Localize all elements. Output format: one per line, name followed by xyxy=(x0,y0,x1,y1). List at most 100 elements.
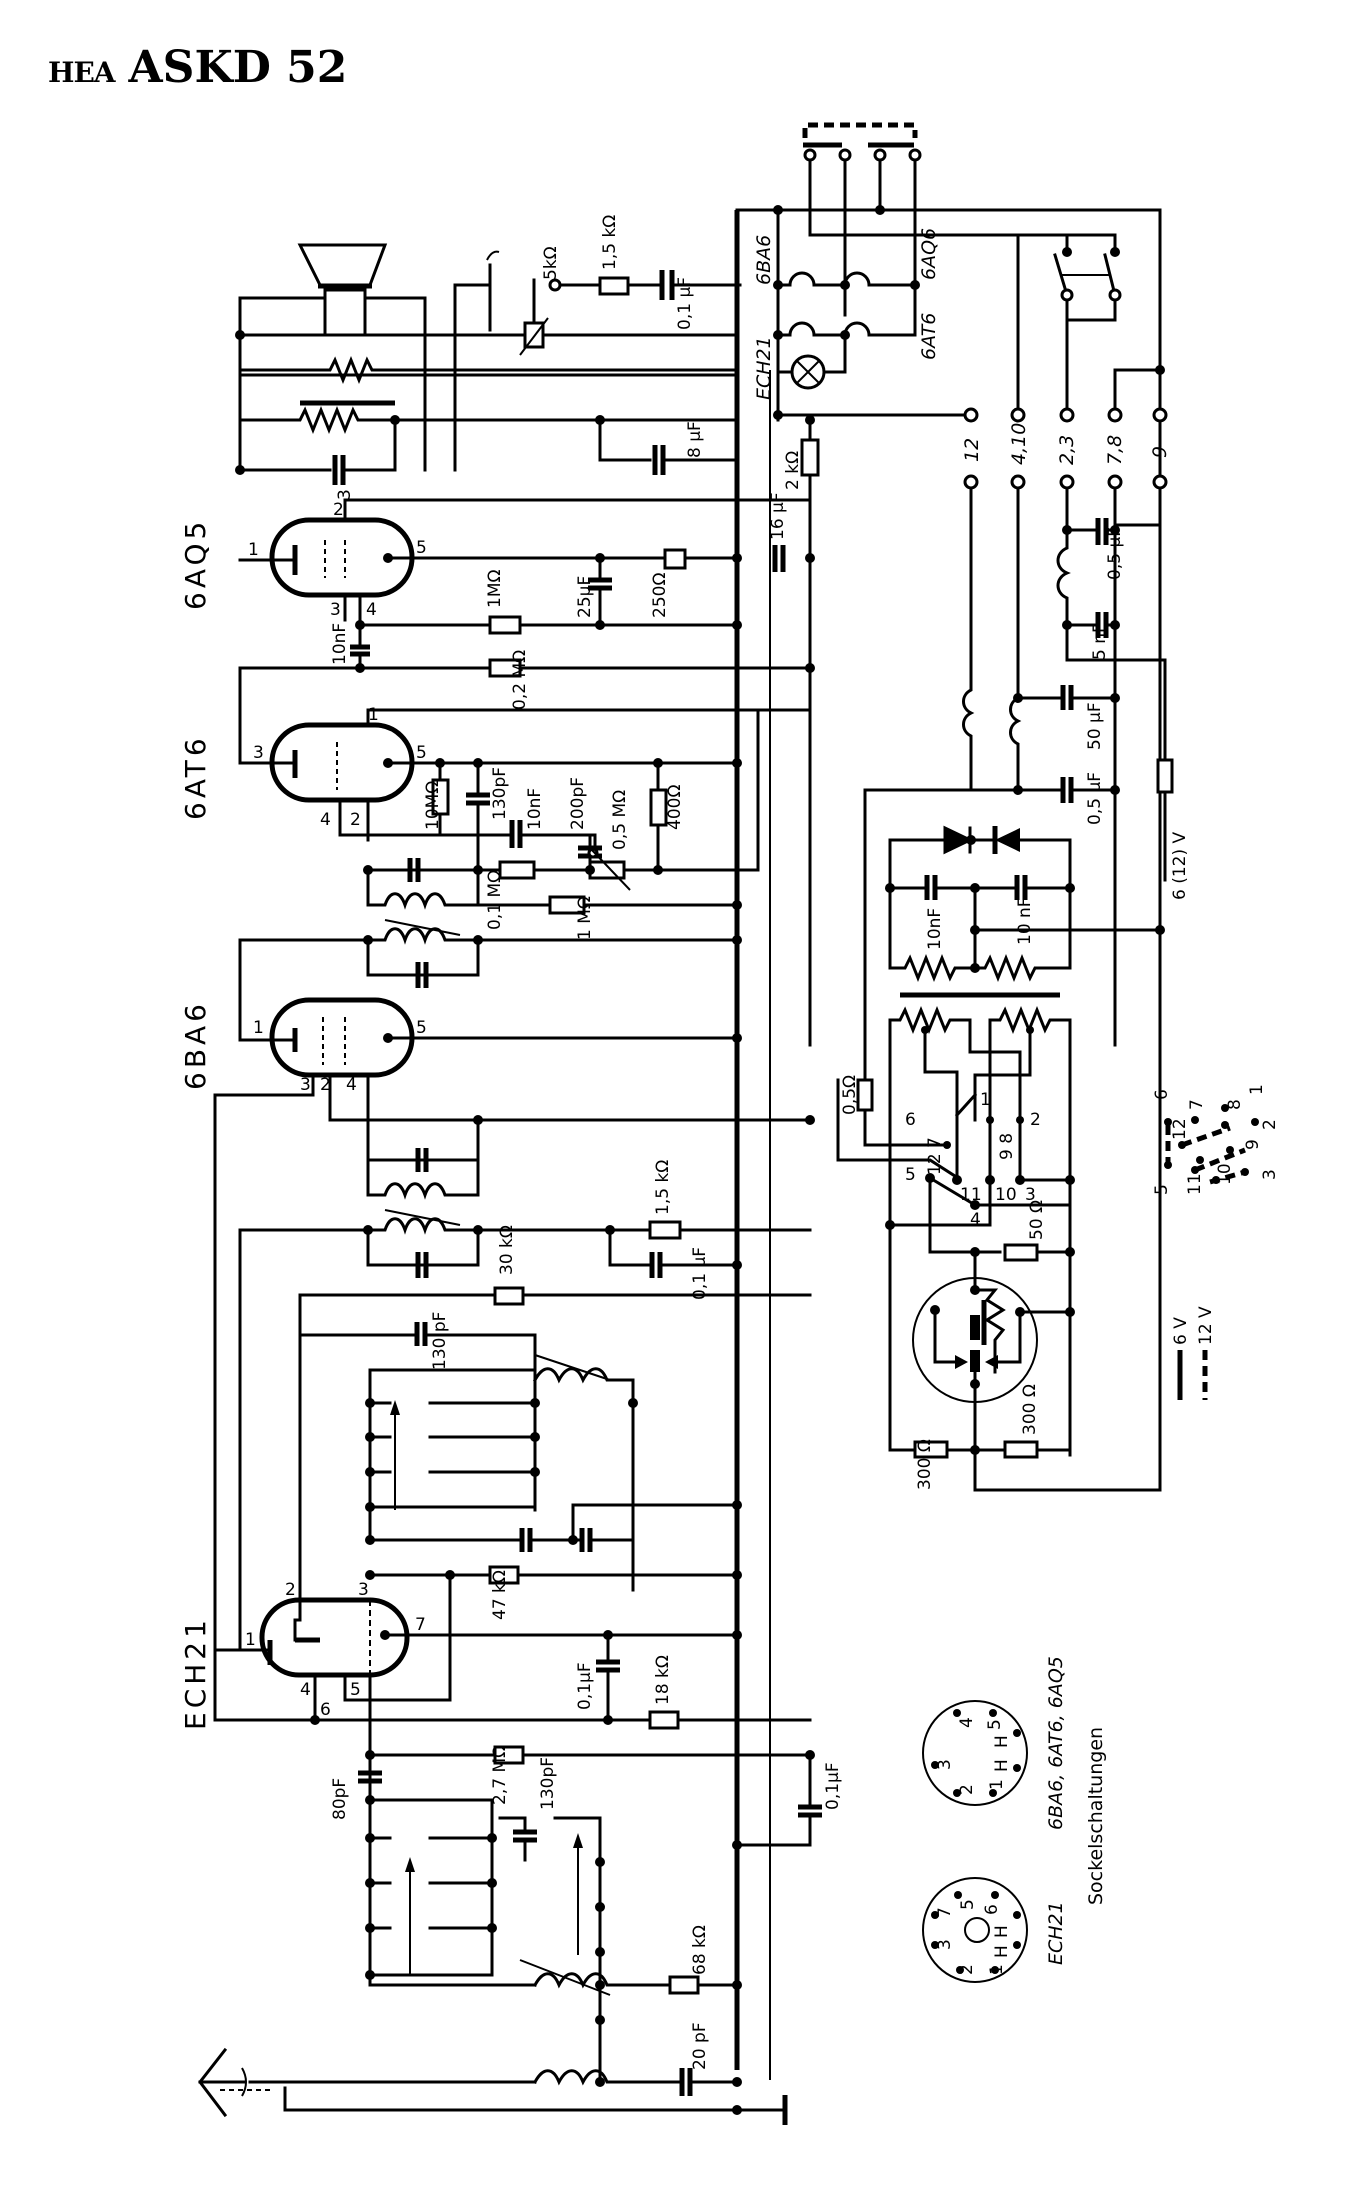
label-r-1k5-top: 1,5 kΩ xyxy=(600,215,620,270)
label-c-3: 3 xyxy=(335,489,355,500)
label-pot-05m: 0,5 MΩ xyxy=(610,790,630,850)
b-plus-bus xyxy=(735,208,1162,2080)
sw-pin-9-8: 9 8 xyxy=(997,1133,1017,1160)
label-c-10nf-d: 10 nF xyxy=(1015,897,1035,945)
filter-choke-section xyxy=(1056,486,1174,1047)
sw-pin-6: 6 xyxy=(905,1110,916,1130)
connector-terminals xyxy=(773,407,1168,490)
label-c-10nf-a: 10nF xyxy=(330,623,350,665)
label-c-01-bot: 0,1µF xyxy=(823,1762,843,1810)
socket-ech21-pin-h1: H xyxy=(992,1925,1012,1938)
sw-pin-10: 10 xyxy=(995,1185,1017,1205)
label-r-250: 250Ω xyxy=(650,573,670,618)
resistor-1k5-top xyxy=(598,276,662,296)
cap-01-top xyxy=(659,270,742,300)
label-fuse-v: 6 (12) V xyxy=(1170,831,1190,900)
legend-pin-12: 12 xyxy=(1170,1118,1190,1140)
socket-ech21-pin-7: 7 xyxy=(935,1907,955,1918)
legend-pin-7: 7 xyxy=(1187,1099,1207,1110)
socket-mini-pin-1: 1 xyxy=(987,1779,1007,1790)
pin-ech21-2: 2 xyxy=(285,1580,296,1600)
brand-name: HEA xyxy=(48,56,116,89)
label-r-30k: 30 kΩ xyxy=(497,1225,517,1275)
legend-6v: 6 V xyxy=(1171,1317,1191,1345)
label-c-200pf: 200pF xyxy=(568,777,588,830)
pin-ech21-1: 1 xyxy=(245,1630,256,1650)
label-r-2k: 2 kΩ xyxy=(783,451,803,490)
connector-label-7-8: 7,8 xyxy=(1104,435,1126,465)
label-c-50uf: 50 µF xyxy=(1085,702,1105,750)
socket-ech21-pin-1: 1 xyxy=(987,1964,1007,1975)
tube-label-6aq5: 6AQ5 xyxy=(179,518,212,610)
legend-pin-5: 5 xyxy=(1152,1184,1172,1195)
label-r-05: 0,5Ω xyxy=(840,1075,860,1115)
ground-symbol xyxy=(735,2095,788,2125)
sw-pin-2: 2 xyxy=(1030,1110,1041,1130)
socket-miniature xyxy=(922,1700,1028,1806)
label-c-130pf-c: 130pF xyxy=(538,1757,558,1810)
cap-8uf xyxy=(595,415,739,475)
legend-pin-10: 10 xyxy=(1215,1163,1235,1185)
label-r-27m: 2,7 MΩ xyxy=(490,1745,510,1805)
sw-pin-4: 4 xyxy=(970,1210,981,1230)
socket-mini-pin-3: 3 xyxy=(935,1759,955,1770)
socket-mini-pin-4: 4 xyxy=(957,1717,977,1728)
label-r-01m: 0,1 MΩ xyxy=(485,870,505,930)
voltage-legend xyxy=(1177,1350,1208,1400)
label-r-1m-b: 1 MΩ xyxy=(575,896,595,940)
pin-6ba6-1: 1 xyxy=(253,1018,264,1038)
pin-6ba6-2: 2 xyxy=(320,1075,331,1095)
socket-ech21-pin-2: 2 xyxy=(957,1964,977,1975)
label-c-01-ech: 0,1µF xyxy=(575,1662,595,1710)
label-r-10m: 10MΩ xyxy=(423,781,443,830)
headphone-jack[interactable] xyxy=(453,250,500,472)
pin-ech21-3: 3 xyxy=(358,1580,369,1600)
output-transformer xyxy=(235,400,739,485)
connector-label-9: 9 xyxy=(1149,446,1171,458)
label-c-8uf: 8 µF xyxy=(685,421,705,458)
label-c-80pf: 80pF xyxy=(330,1778,350,1820)
feedback-resistor xyxy=(238,333,739,472)
label-r-300-b: 300 Ω xyxy=(915,1439,935,1490)
power-switch[interactable] xyxy=(1016,233,1165,422)
pin-ech21-5: 5 xyxy=(350,1680,361,1700)
socket-mini-label: 6BA6, 6AT6, 6AQ5 xyxy=(1045,1656,1067,1830)
pin-6ba6-5: 5 xyxy=(416,1018,427,1038)
label-c-05uf-b: 0,5 µF xyxy=(1085,772,1105,825)
heater-label-ech21: ECH21 xyxy=(753,336,775,400)
pin-6aq5-5: 5 xyxy=(416,538,427,558)
socket-ech21-pin-5: 5 xyxy=(958,1899,978,1910)
pin-6at6-5: 5 xyxy=(416,743,427,763)
legend-pin-9: 9 xyxy=(1243,1139,1263,1150)
label-r-18k: 18 kΩ xyxy=(653,1655,673,1705)
label-c-10nf-b: 10nF xyxy=(525,788,545,830)
connector-label-4-10: 4,10 xyxy=(1008,423,1030,465)
label-r-1k5-mid: 1,5 kΩ xyxy=(653,1160,673,1215)
pin-6aq5-3: 3 xyxy=(330,600,341,620)
pin-6ba6-3: 3 xyxy=(300,1075,311,1095)
pin-6aq5-2: 2 xyxy=(333,500,344,520)
label-c-01-mid: 0,1 µF xyxy=(690,1247,710,1300)
pin-6at6-3: 3 xyxy=(253,743,264,763)
label-r-1m: 1MΩ xyxy=(485,570,505,608)
heater-label-6aq6: 6AQ6 xyxy=(918,228,940,280)
label-c-05uf-a: 0,5 µF xyxy=(1105,527,1125,580)
tube-label-6ba6: 6BA6 xyxy=(179,1000,212,1090)
power-transformer xyxy=(836,992,1075,1457)
sw-pin-12-7: 12 7 xyxy=(925,1137,945,1175)
legend-pin-6: 6 xyxy=(1152,1089,1172,1100)
pin-ech21-7: 7 xyxy=(415,1615,426,1635)
volume-pot[interactable] xyxy=(519,278,602,356)
antenna-input[interactable] xyxy=(198,2018,742,2118)
socket-ech21-pin-3: 3 xyxy=(935,1939,955,1950)
pin-ech21-4: 4 xyxy=(300,1680,311,1700)
resistor-2k xyxy=(800,415,820,1047)
cap-01-bot xyxy=(732,1750,822,1850)
rf-input-section xyxy=(358,1673,812,2025)
legend-pin-1: 1 xyxy=(1247,1084,1267,1095)
tube-label-6at6: 6AT6 xyxy=(179,734,212,820)
pin-6at6-1: 1 xyxy=(368,705,379,725)
legend-pin-11: 11 xyxy=(1185,1173,1205,1195)
label-c-5nf: 5 nF xyxy=(1090,623,1110,660)
